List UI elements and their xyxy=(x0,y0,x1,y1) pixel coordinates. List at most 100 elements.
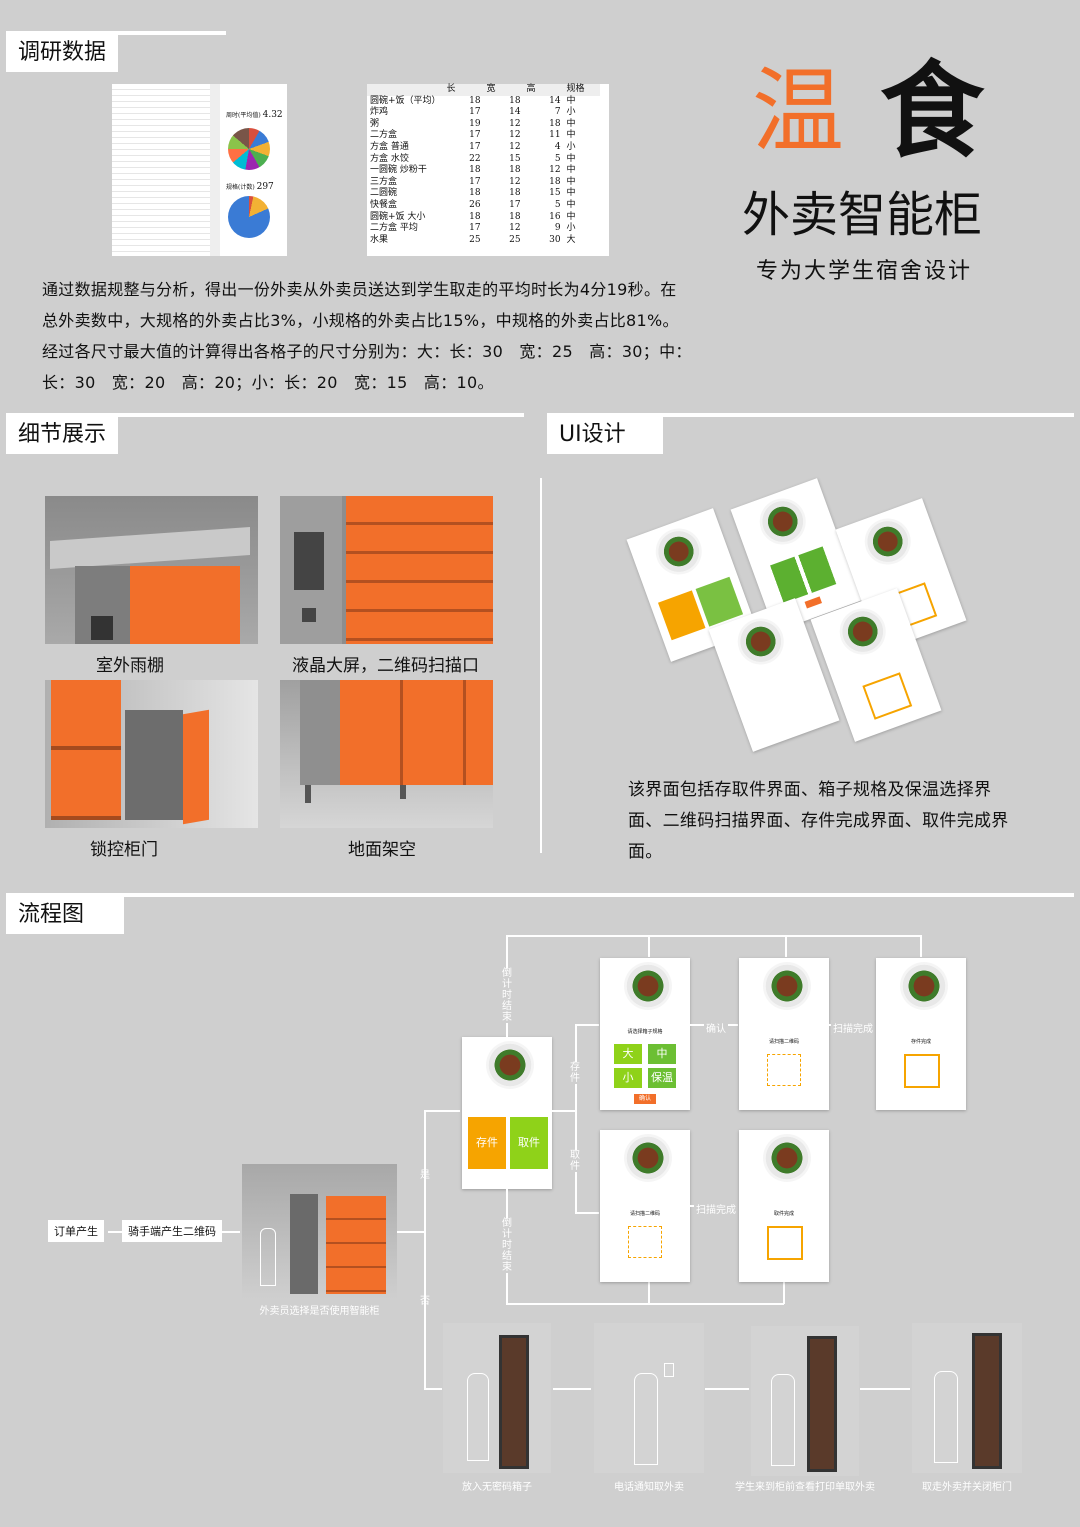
section-divider xyxy=(6,893,1074,897)
table-header: 长 xyxy=(446,84,456,94)
flow-label-confirm: 确认 xyxy=(704,1020,728,1035)
ui-mockups-collage xyxy=(626,478,1040,752)
phone-icon xyxy=(664,1363,674,1377)
flow-image-rider xyxy=(242,1164,397,1299)
section-divider xyxy=(6,31,226,35)
scan-frame xyxy=(628,1226,662,1258)
table-header: 高 xyxy=(526,84,536,94)
cabinet-tower xyxy=(972,1333,1002,1469)
person-figure xyxy=(934,1371,958,1463)
rider-figure xyxy=(260,1228,276,1286)
flow-arrow xyxy=(553,1388,591,1390)
food-plate-icon xyxy=(753,492,813,551)
brand-slogan: 专为大学生宿舍设计 xyxy=(756,259,973,284)
spreadsheet-image-1: 周时(平均值) 4.32 规格(计数) 297 xyxy=(112,84,287,256)
done-frame xyxy=(767,1226,803,1260)
research-paragraph: 通过数据规整与分析，得出一份外卖从外卖员送达到学生取走的平均时长为4分19秒。在… xyxy=(42,280,692,392)
cabinet-body xyxy=(290,1194,318,1294)
section-title-detail: 细节展示 xyxy=(6,416,119,454)
flow-label-timeout-top: 倒计时结束 xyxy=(502,968,512,1023)
chart2-label: 规格(计数) 297 xyxy=(226,182,274,192)
size-grid-mock xyxy=(770,546,837,604)
flow-label-pickup: 取件 xyxy=(570,1150,580,1172)
food-plate-icon xyxy=(763,1134,811,1182)
pie-chart-2 xyxy=(228,196,270,238)
brand-product: 外卖智能柜 xyxy=(742,187,983,243)
cabinet-doors xyxy=(346,496,493,644)
scan-frame xyxy=(767,1054,801,1086)
flow-label-store: 存件 xyxy=(570,1062,580,1084)
flow-line xyxy=(783,1282,785,1304)
cabinet-doors xyxy=(326,1196,386,1294)
flow-line xyxy=(785,935,787,957)
flow-screen-store-done: 存件完成 xyxy=(876,958,966,1110)
flow-step-image-4 xyxy=(912,1323,1022,1473)
qr-scanner xyxy=(302,608,316,622)
food-plate-icon xyxy=(649,522,709,581)
flow-line xyxy=(424,1110,426,1390)
canopy-roof xyxy=(50,527,250,569)
table-header: 宽 xyxy=(486,84,496,94)
flow-line xyxy=(552,1110,576,1112)
cabinet-doors xyxy=(51,680,121,820)
detail-caption: 锁控柜门 xyxy=(90,840,158,860)
flow-step-caption: 取走外卖并关闭柜门 xyxy=(922,1482,1012,1493)
detail-image-base xyxy=(280,680,493,828)
person-figure xyxy=(771,1374,795,1466)
store-button[interactable]: 存件 xyxy=(468,1117,506,1169)
flow-step-caption: 学生来到柜前查看打印单取外卖 xyxy=(735,1482,875,1493)
flow-line xyxy=(575,1024,599,1026)
cabinet-leg xyxy=(305,785,311,803)
brand-char-wen: 温 xyxy=(752,58,845,165)
confirm-button[interactable]: 确认 xyxy=(634,1094,656,1104)
cabinet-leg xyxy=(400,785,406,799)
detail-image-screen xyxy=(280,496,493,644)
flow-line xyxy=(506,1303,784,1305)
section-divider xyxy=(547,413,1074,417)
confirm-button-mock xyxy=(804,596,822,609)
chart1-label: 周时(平均值) 4.32 xyxy=(226,110,283,120)
food-plate-icon xyxy=(900,962,948,1010)
flow-arrow xyxy=(860,1388,910,1390)
flow-line xyxy=(575,1212,599,1214)
flow-arrow xyxy=(108,1231,122,1233)
flow-screen-scan-store: 请扫描二维码 xyxy=(739,958,829,1110)
food-plate-icon xyxy=(731,612,791,671)
flow-arrow xyxy=(705,1388,749,1390)
pickup-button[interactable]: 取件 xyxy=(510,1117,548,1169)
flow-screen-select-size: 请选择箱子规格 大 中 小 保温 确认 xyxy=(600,958,690,1110)
food-plate-icon xyxy=(858,512,918,571)
flow-step-caption: 放入无密码箱子 xyxy=(462,1482,532,1493)
open-compartment xyxy=(125,710,183,820)
size-big-button[interactable]: 大 xyxy=(614,1044,642,1064)
warm-button[interactable]: 保温 xyxy=(648,1068,676,1088)
cabinet-doors xyxy=(130,566,240,644)
flow-caption-choose: 外卖员选择是否使用智能柜 xyxy=(259,1306,380,1317)
screen-prompt: 请扫描二维码 xyxy=(629,1211,660,1217)
flow-line xyxy=(920,935,922,957)
section-title-ui: UI设计 xyxy=(547,416,663,454)
screen-prompt: 请扫描二维码 xyxy=(768,1039,799,1045)
spreadsheet-rows xyxy=(112,84,210,256)
food-plate-icon xyxy=(833,602,893,661)
section-title-research: 调研数据 xyxy=(6,34,119,72)
pie-chart-1 xyxy=(228,128,270,170)
cabinet-doors xyxy=(340,680,493,785)
cabinet-side xyxy=(300,680,340,785)
size-mid-button[interactable]: 中 xyxy=(648,1044,676,1064)
flow-screen-pickup-done: 取件完成 xyxy=(739,1130,829,1282)
screen-prompt: 请选择箱子规格 xyxy=(627,1029,663,1035)
flow-node-qrcode: 骑手端产生二维码 xyxy=(122,1220,222,1242)
flow-label-scan-done-2: 扫描完成 xyxy=(694,1201,738,1216)
flow-screen-main: 存件 取件 xyxy=(462,1037,552,1189)
size-small-button[interactable]: 小 xyxy=(614,1068,642,1088)
